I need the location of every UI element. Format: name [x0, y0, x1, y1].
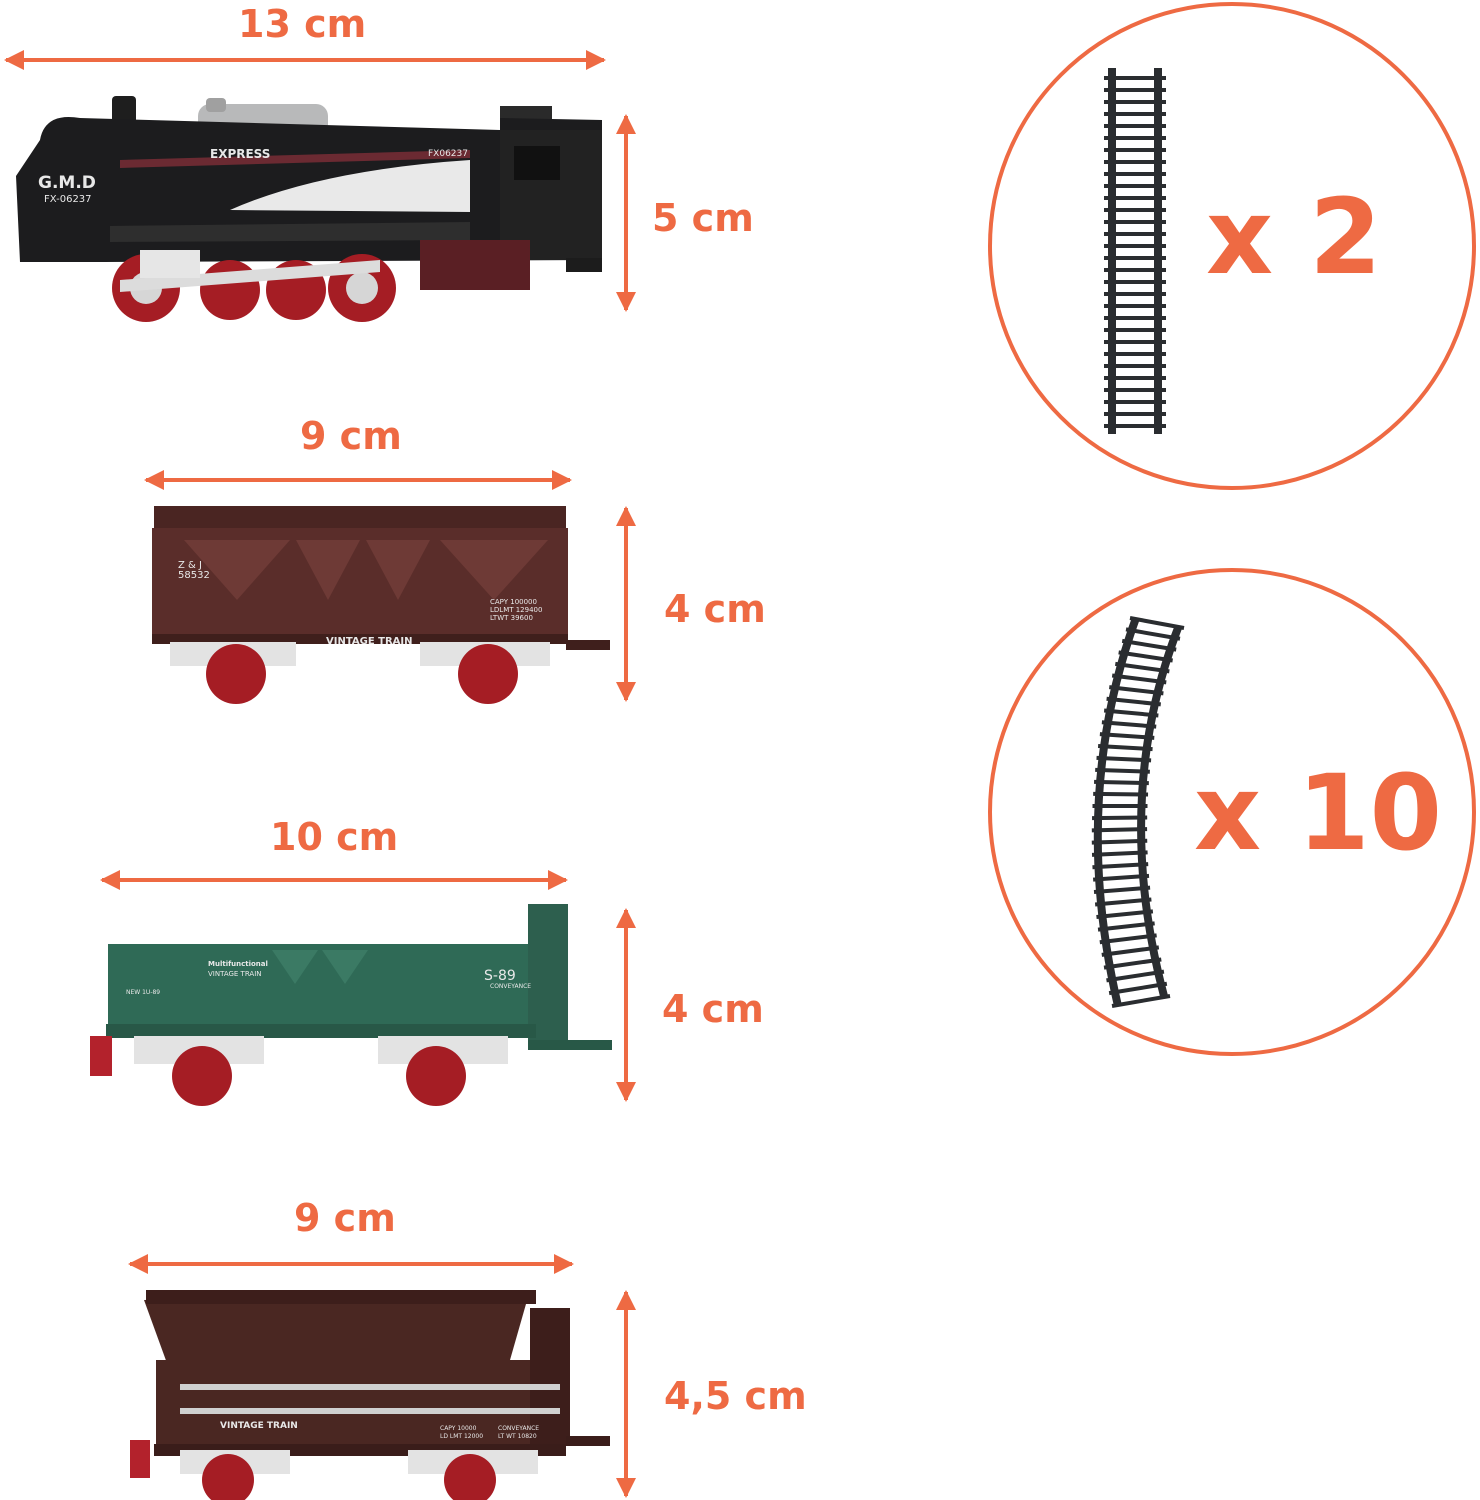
- hopper-illustration: VINTAGE TRAIN CAPY 10000 LD LMT 12000 CO…: [130, 1290, 610, 1500]
- locomotive-express: EXPRESS: [210, 147, 270, 161]
- hopper-width-label: 9 cm: [294, 1196, 396, 1240]
- locomotive-width-label: 13 cm: [238, 2, 367, 46]
- boxcar-width-label: 9 cm: [300, 414, 402, 458]
- curved-track-icon: [1091, 616, 1185, 1008]
- hopper-convey: CONVEYANCE: [498, 1425, 539, 1432]
- boxcar-ldlmt: LDLMT 129400: [490, 606, 542, 614]
- straight-track-count: x 2: [1206, 176, 1382, 298]
- gondola-new: NEW 1U-89: [126, 989, 160, 996]
- hopper-ldlmt: LD LMT 12000: [440, 1433, 483, 1440]
- boxcar-vintage: VINTAGE TRAIN: [326, 636, 412, 647]
- curved-track-count: x 10: [1194, 752, 1443, 874]
- locomotive-number: FX06237: [428, 149, 468, 159]
- hopper-height-label: 4,5 cm: [664, 1374, 807, 1418]
- boxcar-number: 58532: [178, 570, 210, 581]
- boxcar-height-label: 4 cm: [664, 587, 766, 631]
- locomotive-illustration: G.M.D FX-06237 EXPRESS FX06237: [16, 96, 602, 322]
- hopper-vintage: VINTAGE TRAIN: [220, 1421, 298, 1431]
- boxcar-ltwt: LTWT 39600: [490, 614, 533, 622]
- gondola-multi: Multifunctional: [208, 960, 268, 968]
- boxcar-illustration: Z & J 58532 VINTAGE TRAIN CAPY 100000 LD…: [152, 506, 610, 704]
- locomotive-brand: G.M.D: [38, 173, 96, 193]
- gondola-convey: CONVEYANCE: [490, 983, 531, 990]
- straight-track-circle: [988, 2, 1476, 490]
- gondola-vintage: VINTAGE TRAIN: [208, 970, 262, 978]
- gondola-height-label: 4 cm: [662, 987, 764, 1031]
- boxcar-capy: CAPY 100000: [490, 598, 537, 606]
- gondola-width-label: 10 cm: [270, 815, 399, 859]
- hopper-ltwt: LT WT 10820: [498, 1433, 537, 1440]
- locomotive-height-label: 5 cm: [652, 196, 754, 240]
- boxcar-code: Z & J: [178, 560, 202, 571]
- locomotive-code: FX-06237: [44, 194, 92, 205]
- straight-track-icon: [1104, 68, 1166, 434]
- curved-track-circle: [988, 568, 1476, 1056]
- gondola-number: S-89: [484, 968, 516, 984]
- hopper-capy: CAPY 10000: [440, 1425, 477, 1432]
- gondola-illustration: Multifunctional VINTAGE TRAIN S-89 CONVE…: [90, 904, 612, 1106]
